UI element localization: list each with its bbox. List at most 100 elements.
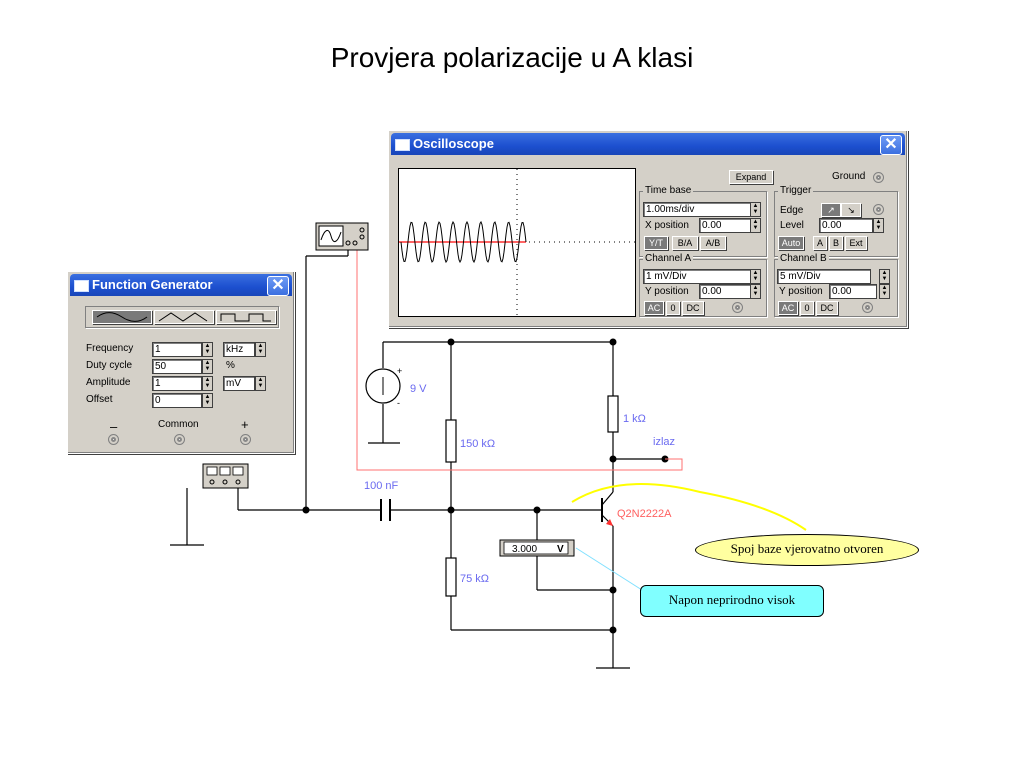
duty-cycle-field[interactable]: 50 (152, 359, 202, 374)
amplitude-spinner[interactable]: ▲▼ (202, 376, 213, 391)
transistor-symbol (601, 491, 614, 527)
trigger-label: Trigger (778, 185, 814, 196)
resistor-1k (607, 395, 619, 433)
r150k-label: 150 kΩ (460, 438, 495, 450)
channel-b-label: Channel B (778, 253, 829, 264)
trigger-a-button[interactable]: A (813, 236, 827, 250)
auto-button[interactable]: Auto (778, 236, 804, 250)
output-label: izlaz (653, 436, 675, 448)
channel-b-group: Channel B (774, 253, 898, 317)
plus-terminal-label: + (241, 417, 249, 432)
channel-b-ypos-label: Y position (779, 286, 823, 297)
timebase-spinner[interactable]: ▲▼ (750, 202, 761, 217)
frequency-label: Frequency (86, 343, 134, 354)
oscilloscope-window: Oscilloscope ✕ Expand Ground Time base 1… (388, 130, 908, 328)
channel-b-scale-spinner[interactable]: ▲▼ (879, 269, 890, 284)
ground-terminal[interactable] (873, 172, 884, 183)
level-field[interactable]: 0.00 (819, 218, 873, 233)
oscilloscope-titlebar[interactable]: Oscilloscope ✕ (391, 133, 905, 155)
duty-cycle-spinner[interactable]: ▲▼ (202, 359, 213, 374)
channel-a-ypos-spinner[interactable]: ▲▼ (750, 284, 761, 299)
offset-field[interactable]: 0 (152, 393, 202, 408)
channel-a-label: Channel A (643, 253, 694, 264)
amplitude-label: Amplitude (86, 377, 131, 388)
battery-label: 9 V (410, 383, 427, 395)
channel-b-terminal[interactable] (862, 302, 873, 313)
xpos-field[interactable]: 0.00 (699, 218, 751, 233)
yt-button[interactable]: Y/T (644, 236, 668, 250)
voltmeter-unit: V (557, 544, 564, 555)
duty-cycle-label: Duty cycle (86, 360, 133, 371)
amplitude-unit-spinner[interactable]: ▲▼ (255, 376, 266, 391)
common-terminal[interactable] (174, 434, 185, 445)
scope-icon (315, 222, 369, 251)
channel-a-ac-button[interactable]: AC (644, 301, 664, 315)
amplitude-field[interactable]: 1 (152, 376, 202, 391)
channel-b-zero-button[interactable]: 0 (800, 301, 814, 315)
channel-b-scale-field[interactable]: 5 mV/Div (777, 269, 871, 284)
oscilloscope-title: Oscilloscope (413, 136, 494, 151)
square-wave-button[interactable] (216, 310, 276, 324)
offset-spinner[interactable]: ▲▼ (202, 393, 213, 408)
base-junction-note: Spoj baze vjerovatno otvoren (695, 534, 919, 566)
channel-a-zero-button[interactable]: 0 (666, 301, 680, 315)
channel-a-scale-field[interactable]: 1 mV/Div (643, 269, 751, 284)
expand-button[interactable]: Expand (729, 170, 773, 184)
window-icon (395, 139, 410, 151)
frequency-field[interactable]: 1 (152, 342, 202, 357)
battery-minus: - (397, 398, 400, 408)
rising-edge-button[interactable]: ↗ (821, 203, 841, 217)
waveform-panel (85, 306, 279, 328)
ground-label: Ground (832, 171, 866, 182)
ba-button[interactable]: B/A (672, 236, 698, 250)
minus-terminal-label: – (110, 419, 118, 434)
channel-a-dc-button[interactable]: DC (682, 301, 704, 315)
falling-edge-button[interactable]: ↘ (841, 203, 861, 217)
voltmeter: 3.000 V (499, 539, 575, 557)
trigger-ext-button[interactable]: Ext (845, 236, 867, 250)
channel-a-scale-spinner[interactable]: ▲▼ (750, 269, 761, 284)
r1k-label: 1 kΩ (623, 413, 646, 425)
amplitude-unit-field[interactable]: mV (223, 376, 255, 391)
channel-a-terminal[interactable] (732, 302, 743, 313)
sine-wave-button[interactable] (92, 310, 152, 324)
ab-button[interactable]: A/B (700, 236, 726, 250)
function-generator-icon (202, 463, 249, 489)
channel-b-ac-button[interactable]: AC (778, 301, 798, 315)
battery-plus: + (397, 366, 402, 376)
xpos-label: X position (645, 220, 689, 231)
minus-terminal[interactable] (108, 434, 119, 445)
r75k-label: 75 kΩ (460, 573, 489, 585)
timebase-field[interactable]: 1.00ms/div (643, 202, 751, 217)
trigger-b-button[interactable]: B (829, 236, 843, 250)
resistor-75k (445, 557, 457, 597)
frequency-unit-spinner[interactable]: ▲▼ (255, 342, 266, 357)
triangle-wave-button[interactable] (154, 310, 214, 324)
function-generator-title: Function Generator (92, 277, 213, 292)
frequency-spinner[interactable]: ▲▼ (202, 342, 213, 357)
level-spinner[interactable]: ▲▼ (873, 218, 884, 233)
xpos-spinner[interactable]: ▲▼ (750, 218, 761, 233)
channel-a-ypos-field[interactable]: 0.00 (699, 284, 751, 299)
trigger-terminal[interactable] (873, 204, 884, 215)
close-icon[interactable]: ✕ (267, 276, 289, 296)
function-generator-titlebar[interactable]: Function Generator ✕ (70, 274, 292, 296)
window-icon (74, 280, 89, 292)
frequency-unit-field[interactable]: kHz (223, 342, 255, 357)
capacitor-label: 100 nF (364, 480, 399, 492)
edge-label: Edge (780, 205, 804, 216)
channel-b-dc-button[interactable]: DC (816, 301, 838, 315)
scope-screen (398, 168, 636, 317)
channel-b-ypos-spinner[interactable]: ▲▼ (879, 284, 890, 299)
voltmeter-reading: 3.000 (512, 544, 537, 555)
plus-terminal[interactable] (240, 434, 251, 445)
scope-trace (399, 169, 635, 316)
resistor-150k (445, 419, 457, 463)
timebase-label: Time base (643, 185, 694, 196)
transistor-label: Q2N2222A (617, 508, 672, 520)
offset-label: Offset (86, 394, 113, 405)
close-icon[interactable]: ✕ (880, 135, 902, 155)
slide-title: Provjera polarizacije u A klasi (330, 42, 694, 73)
channel-b-ypos-field[interactable]: 0.00 (829, 284, 877, 299)
